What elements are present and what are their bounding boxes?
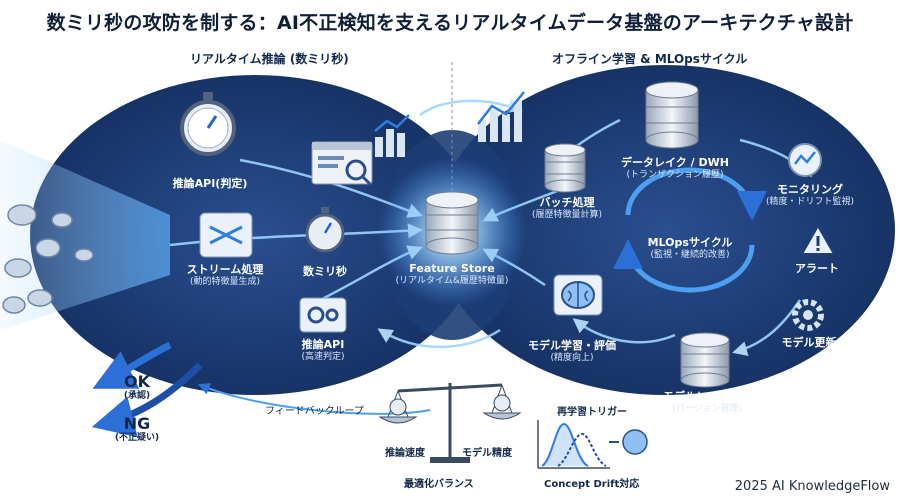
fast-api-label: 推論API (高速判定) <box>301 338 345 362</box>
dashboard-icon <box>311 141 373 186</box>
drift-chart-icon <box>537 420 610 469</box>
batch-label: バッチ処理 (履歴特徴量計算) <box>531 196 603 220</box>
mlops-cycle <box>613 167 767 293</box>
chart-icon <box>374 114 410 157</box>
retrain-caption: Concept Drift対応 <box>544 479 640 490</box>
credit-text: 2025 AI KnowledgeFlow <box>734 479 890 494</box>
retrain-brain-icon <box>609 429 648 455</box>
batch-database-icon <box>544 143 586 193</box>
right-section-label: オフライン学習 & MLOpsサイクル <box>552 52 748 66</box>
database-icon <box>425 191 479 255</box>
gear-icon <box>299 297 347 333</box>
millis-label: 数ミリ秒 <box>303 265 347 278</box>
warning-icon <box>800 223 836 255</box>
update-label: モデル更新 <box>781 336 837 349</box>
training-label: モデル学習・評価 (精度向上) <box>528 339 616 363</box>
stream-processor-icon <box>199 212 253 258</box>
datalake-database-icon <box>645 81 699 149</box>
coin-icon <box>2 204 94 314</box>
inference-api-label: 推論API(判定) <box>172 177 248 190</box>
ng-result: NG (不正疑い) <box>114 414 160 444</box>
stream-processing-label: ストリーム処理 (動的特徴量生成) <box>186 263 264 287</box>
mlops-label: MLOpsサイクル (監視・継続的改善) <box>647 236 733 260</box>
scale-icon <box>378 383 522 463</box>
ok-result: OK (承認) <box>123 372 151 402</box>
stopwatch-icon <box>180 92 236 156</box>
balance-caption: 最適化バランス <box>404 479 474 490</box>
ok-arrow <box>92 341 172 389</box>
alert-label: アラート <box>795 262 839 275</box>
registry-database-icon <box>680 332 730 388</box>
monitor-gauge-icon <box>788 143 822 177</box>
ng-arrow <box>91 362 203 438</box>
brain-icon <box>553 274 603 316</box>
left-section-label: リアルタイム推論 (数ミリ秒) <box>190 52 349 66</box>
monitoring-label: モニタリング (精度・ドリフト監視) <box>765 183 855 207</box>
balance-left-label: 推論速度 <box>385 448 425 459</box>
feedback-loop-label: フィードバックループ <box>265 406 364 417</box>
balance-right-label: モデル精度 <box>462 448 512 459</box>
datalake-label: データレイク / DWH (トランザクション履歴) <box>621 156 729 180</box>
update-gear-icon <box>792 299 824 331</box>
transaction-stream <box>0 140 170 330</box>
registry-label: モデルレジストリ (バージョン管理) <box>663 390 751 414</box>
stopwatch-small-icon <box>305 207 345 253</box>
trend-chart-icon <box>477 91 525 142</box>
feature-store-label: Feature Store (リアルタイム&履歴特徴量) <box>395 262 509 286</box>
retrain-title: 再学習トリガー <box>557 407 627 418</box>
page-title: 数ミリ秒の攻防を制する：AI不正検知を支えるリアルタイムデータ基盤のアーキテクチ… <box>46 12 854 34</box>
feedback-arrow <box>197 383 431 415</box>
